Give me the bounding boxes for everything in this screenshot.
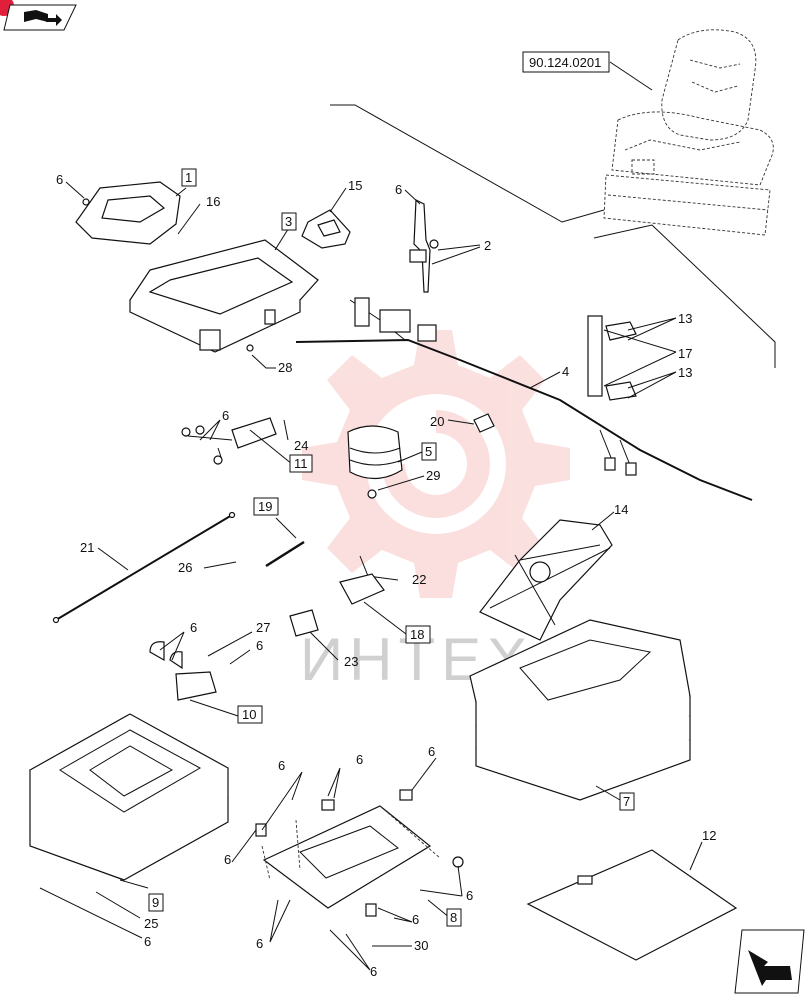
callout-5[interactable]: 5: [425, 444, 432, 459]
ref-code-label[interactable]: 90.124.0201: [529, 55, 601, 70]
callout-13[interactable]: 13: [678, 311, 692, 326]
callout-15[interactable]: 15: [348, 178, 362, 193]
part-3-frame: [129, 239, 319, 353]
callout-1[interactable]: 1: [185, 170, 192, 185]
callout-6[interactable]: 6: [370, 964, 377, 979]
callout-7[interactable]: 7: [623, 794, 630, 809]
part-19-rod: [265, 540, 305, 568]
callout-29[interactable]: 29: [426, 468, 440, 483]
part-23-cap: [289, 609, 319, 637]
part-11-actuator: [181, 417, 277, 465]
part-17-straps: [587, 315, 637, 401]
callout-13[interactable]: 13: [678, 365, 692, 380]
part-5-air-spring: [347, 425, 403, 499]
callout-12[interactable]: 12: [702, 828, 716, 843]
callout-17[interactable]: 17: [678, 346, 692, 361]
callout-24[interactable]: 24: [294, 438, 308, 453]
callout-16[interactable]: 16: [206, 194, 220, 209]
callout-27[interactable]: 27: [256, 620, 270, 635]
part-12-floor-plate: [526, 849, 738, 961]
callout-25[interactable]: 25: [144, 916, 158, 931]
callout-28[interactable]: 28: [278, 360, 292, 375]
callout-22[interactable]: 22: [412, 572, 426, 587]
part-18-switch: [339, 573, 385, 605]
part-7-seat-base: [469, 619, 691, 801]
callout-3[interactable]: 3: [285, 214, 292, 229]
callout-6[interactable]: 6: [224, 852, 231, 867]
callout-6[interactable]: 6: [222, 408, 229, 423]
callout-6[interactable]: 6: [278, 758, 285, 773]
callout-11[interactable]: 11: [294, 456, 308, 471]
callout-6[interactable]: 6: [256, 936, 263, 951]
watermark-gear: [302, 330, 570, 598]
part-2-bracket: [409, 199, 439, 293]
callout-8[interactable]: 8: [450, 910, 457, 925]
part-15-block: [301, 209, 351, 249]
callout-21[interactable]: 21: [80, 540, 94, 555]
callout-6[interactable]: 6: [395, 182, 402, 197]
callout-23[interactable]: 23: [344, 654, 358, 669]
callout-6[interactable]: 6: [428, 744, 435, 759]
part-21-rod: [52, 511, 236, 624]
callout-6[interactable]: 6: [190, 620, 197, 635]
callout-19[interactable]: 19: [258, 499, 272, 514]
book-icon[interactable]: [3, 4, 77, 31]
part-4-harness: [295, 297, 753, 501]
part-10-motor: [149, 641, 217, 701]
part-1-plate: [75, 181, 181, 245]
callout-14[interactable]: 14: [614, 502, 628, 517]
callout-6[interactable]: 6: [144, 934, 151, 949]
callout-9[interactable]: 9: [152, 895, 159, 910]
navigation-arrow-icon[interactable]: [734, 929, 805, 994]
callout-6[interactable]: 6: [56, 172, 63, 187]
callout-18[interactable]: 18: [410, 627, 424, 642]
callout-6[interactable]: 6: [412, 912, 419, 927]
part-14-scissor: [479, 519, 613, 641]
callout-6[interactable]: 6: [356, 752, 363, 767]
callout-6[interactable]: 6: [466, 888, 473, 903]
part-20-clip: [473, 413, 495, 433]
callout-20[interactable]: 20: [430, 414, 444, 429]
callout-6[interactable]: 6: [256, 638, 263, 653]
callout-30[interactable]: 30: [414, 938, 428, 953]
callout-26[interactable]: 26: [178, 560, 192, 575]
callout-10[interactable]: 10: [242, 707, 256, 722]
seat-illustration: [603, 29, 774, 236]
callout-4[interactable]: 4: [562, 364, 569, 379]
part-9-bellows: [28, 713, 230, 881]
part-8-mounting-plate: [255, 789, 464, 917]
callout-2[interactable]: 2: [484, 238, 491, 253]
